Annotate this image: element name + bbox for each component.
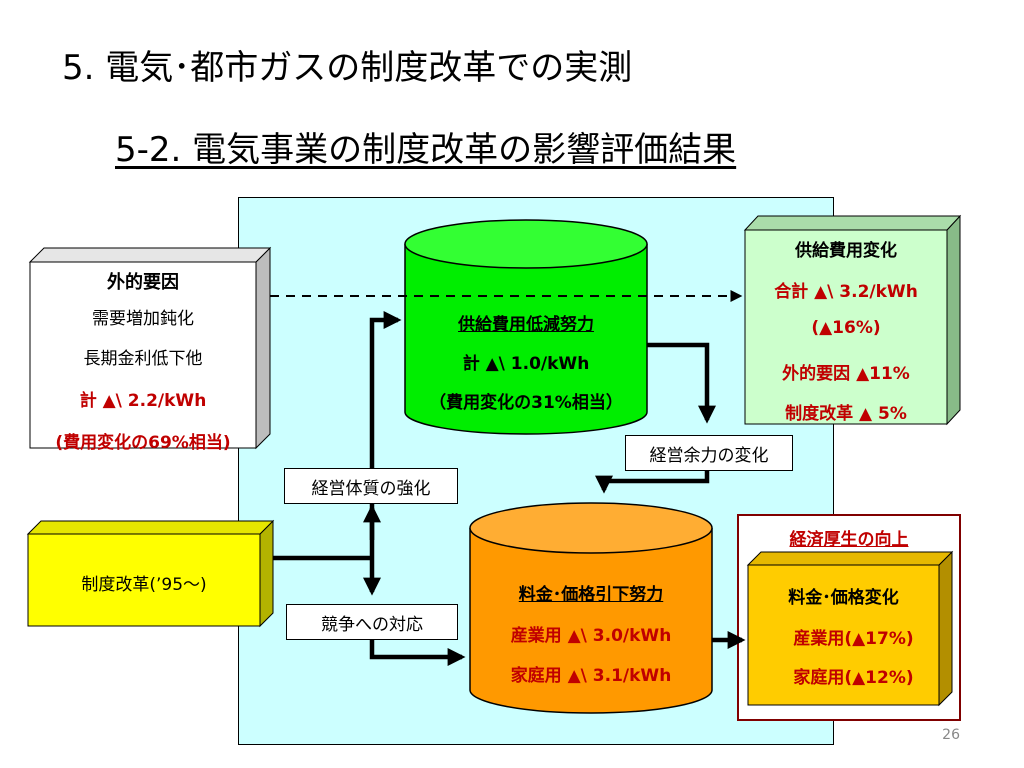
supply-effort-total: 計 ▲\ 1.0/kWh <box>462 354 590 374</box>
external-factors-total: 計 ▲\ 2.2/kWh <box>79 391 207 411</box>
price-effort-household: 家庭用 ▲\ 3.1/kWh <box>510 666 672 686</box>
supply-effort-share: （費用変化の31%相当） <box>429 393 623 413</box>
strengthen-label: 経営体質の強化 <box>284 468 458 504</box>
price-effort-heading: 料金･価格引下努力 <box>518 585 664 605</box>
price-effort-industrial: 産業用 ▲\ 3.0/kWh <box>510 626 672 646</box>
supply-cost-change-external: 外的要因 ▲11% <box>782 364 910 384</box>
slide-subtitle: 5-2. 電気事業の制度改革の影響評価結果 <box>115 130 737 170</box>
welfare-box <box>746 550 954 707</box>
reform-label: 制度改革(’95〜) <box>81 575 207 595</box>
external-factors-box <box>28 246 272 450</box>
supply-effort-heading: 供給費用低減努力 <box>458 315 594 335</box>
price-effort-cylinder <box>469 502 713 714</box>
supply-cost-change-box <box>743 214 962 426</box>
supply-cost-change-total: 合計 ▲\ 3.2/kWh <box>774 282 918 302</box>
external-factors-heading: 外的要因 <box>107 272 179 293</box>
welfare-title: 料金･価格変化 <box>788 588 899 608</box>
reform-box <box>26 519 275 628</box>
supply-cost-change-pct: (▲16%) <box>811 318 881 338</box>
external-factors-line1: 需要増加鈍化 <box>92 309 194 329</box>
competition-label: 競争への対応 <box>286 604 458 640</box>
page-number: 26 <box>942 727 960 743</box>
supply-effort-cylinder <box>404 219 648 435</box>
welfare-household: 家庭用(▲12%) <box>793 668 914 688</box>
supply-cost-change-reform: 制度改革 ▲ 5% <box>785 404 907 424</box>
slide-title: 5. 電気･都市ガスの制度改革での実測 <box>62 48 633 88</box>
supply-cost-change-heading: 供給費用変化 <box>795 241 897 261</box>
welfare-heading: 経済厚生の向上 <box>789 530 909 550</box>
management-margin-label: 経営余力の変化 <box>625 435 793 471</box>
external-factors-share: (費用変化の69%相当) <box>55 433 231 453</box>
external-factors-line2: 長期金利低下他 <box>83 349 203 369</box>
welfare-industrial: 産業用(▲17%) <box>793 629 914 649</box>
